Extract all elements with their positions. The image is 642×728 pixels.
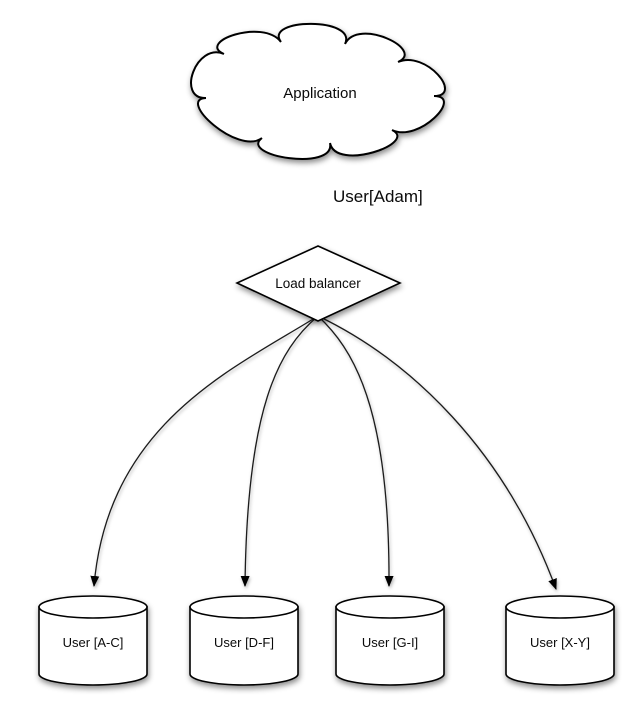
cylinder-top: [38, 595, 148, 619]
edges-loadbalancer-to-shards: [90, 315, 557, 590]
curved-edge-to-shard-a-c: [90, 315, 319, 587]
curved-edge-to-shard-d-f: [240, 315, 319, 587]
cylinder-top: [335, 595, 445, 619]
cylinder-body: [505, 606, 615, 686]
shard-node-d-f: User [D-F]: [189, 595, 299, 686]
curved-edge-to-shard-g-i: [317, 315, 394, 587]
application-node: Application: [190, 22, 446, 160]
cylinder-top: [505, 595, 615, 619]
cylinder-body: [335, 606, 445, 686]
shard-label-a-c: User [A-C]: [63, 635, 124, 650]
shard-node-a-c: User [A-C]: [38, 595, 148, 686]
diamond-shape: [235, 245, 402, 322]
load-balancer-label: Load balancer: [275, 276, 361, 291]
application-label: Application: [283, 85, 356, 102]
shard-node-x-y: User [X-Y]: [505, 595, 615, 686]
edge-label-user-adam: User[Adam]: [333, 187, 423, 206]
cylinder-body: [189, 606, 299, 686]
curved-edge-to-shard-x-y: [317, 315, 557, 590]
shard-node-g-i: User [G-I]: [335, 595, 445, 686]
shard-label-d-f: User [D-F]: [214, 635, 274, 650]
cylinder-body: [38, 606, 148, 686]
load-balancer-node: Load balancer: [235, 245, 402, 322]
shard-label-g-i: User [G-I]: [362, 635, 418, 650]
cylinder-top: [189, 595, 299, 619]
cloud-shape: [190, 22, 446, 160]
shard-label-x-y: User [X-Y]: [530, 635, 590, 650]
